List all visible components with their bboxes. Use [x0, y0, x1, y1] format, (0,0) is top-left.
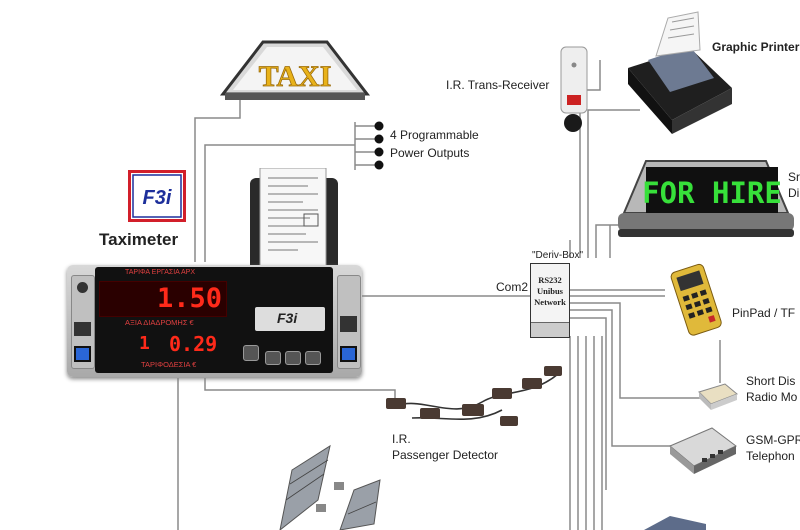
- graphic-printer-label: Graphic Printer: [712, 40, 800, 54]
- short-distance-radio: [698, 383, 738, 410]
- deriv-box: RS232 Unibus Network: [530, 263, 570, 338]
- fare-display: 1.50: [99, 281, 227, 317]
- ir-trans-receiver: [560, 46, 588, 132]
- deriv-box-title: "Deriv-Box": [532, 250, 583, 261]
- meter-button-1[interactable]: [243, 345, 259, 361]
- fare-display-value: 1.50: [156, 283, 222, 314]
- outputs-label-line2: Power Outputs: [390, 146, 470, 160]
- meter-brand-text: F3i: [277, 310, 298, 326]
- gps-antenna-panels: [279, 444, 381, 530]
- com2-label: Com2: [496, 280, 529, 294]
- gsm-label-line2: Telephon: [746, 449, 795, 463]
- deriv-box-bottom-band: [531, 322, 569, 337]
- extras-caption: ΤΑΡΙΦΟΔΕΣΙΑ €: [141, 360, 197, 369]
- extras-display: 1 0.29: [139, 333, 235, 357]
- taximeter-side-left: [71, 275, 95, 369]
- taxi-sign: TAXI: [219, 40, 371, 100]
- bottom-device-partial: [644, 516, 706, 530]
- meter-button-3[interactable]: [285, 351, 301, 365]
- output-terminals: [374, 121, 384, 170]
- blue-button-right[interactable]: [340, 346, 357, 362]
- blue-button-left[interactable]: [74, 346, 91, 362]
- taximeter-label: Taximeter: [99, 230, 179, 249]
- receipt-printer: [250, 168, 338, 288]
- taxi-sign-text: TAXI: [259, 60, 332, 93]
- taximeter-unit: ΤΑΡΙΦΑ ΕΡΓΑΣΙΑ ΑΡΧ 1.50 ΑΞΙΑ ΔΙΑΔΡΟΜΗΣ €…: [67, 265, 362, 377]
- taximeter-side-right: [337, 275, 361, 369]
- radio-label-line1: Short Dis: [746, 374, 796, 388]
- taximeter-face: ΤΑΡΙΦΑ ΕΡΓΑΣΙΑ ΑΡΧ 1.50 ΑΞΙΑ ΔΙΑΔΡΟΜΗΣ €…: [95, 267, 333, 373]
- passenger-detector: [386, 366, 562, 426]
- pinpad: [670, 263, 722, 336]
- meter-top-caption: ΤΑΡΙΦΑ ΕΡΓΑΣΙΑ ΑΡΧ: [125, 269, 195, 276]
- ir-trans-receiver-label: I.R. Trans-Receiver: [446, 78, 550, 92]
- fare-caption: ΑΞΙΑ ΔΙΑΔΡΟΜΗΣ €: [125, 318, 194, 327]
- for-hire-sign: FOR HIRE: [618, 160, 794, 237]
- passenger-detector-label-line1: I.R.: [392, 432, 411, 446]
- deriv-box-line2: Unibus: [537, 286, 563, 296]
- power-button[interactable]: [77, 282, 88, 293]
- brand-logo-text: F3i: [143, 187, 172, 209]
- passenger-detector-label-line2: Passenger Detector: [392, 448, 499, 462]
- gsm-label-line1: GSM-GPR: [746, 433, 800, 447]
- deriv-box-line1: RS232: [538, 275, 562, 285]
- meter-button-2[interactable]: [265, 351, 281, 365]
- outputs-label-line1: 4 Programmable: [390, 128, 479, 142]
- extras-index: 1: [139, 333, 150, 354]
- radio-label-line2: Radio Mo: [746, 390, 798, 404]
- pinpad-label: PinPad / TF: [732, 306, 796, 320]
- hire-sign-label-line2: Di: [788, 186, 800, 200]
- meter-brand-plate: F3i: [255, 307, 325, 331]
- meter-button-4[interactable]: [305, 351, 321, 365]
- key-slot-right[interactable]: [340, 316, 357, 332]
- for-hire-text: FOR HIRE: [642, 176, 782, 210]
- hire-sign-label-line1: Sr: [788, 170, 800, 184]
- deriv-box-line3: Network: [534, 297, 566, 307]
- brand-logo: F3i: [128, 170, 186, 222]
- key-slot-top[interactable]: [74, 322, 91, 336]
- graphic-printer: [628, 11, 732, 134]
- gsm-module: [669, 427, 737, 474]
- extras-display-value: 0.29: [169, 332, 218, 356]
